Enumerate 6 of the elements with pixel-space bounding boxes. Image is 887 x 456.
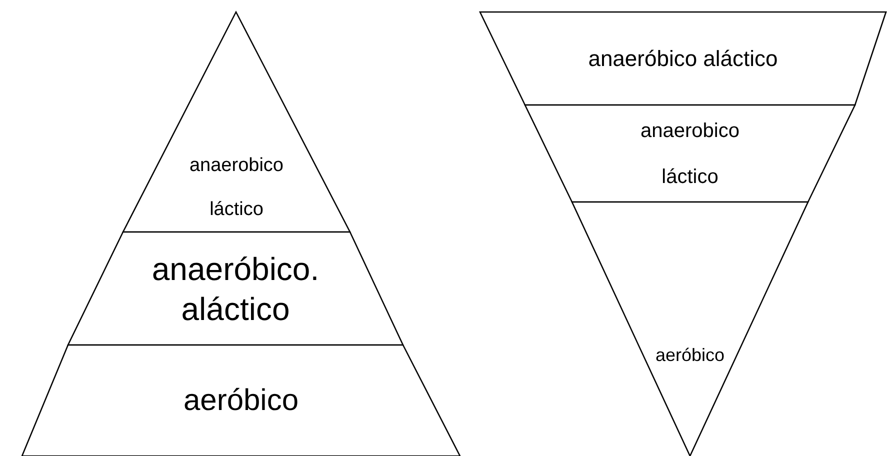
section-label: anaeróbico. aláctico bbox=[152, 250, 320, 328]
section-label: aeróbico bbox=[655, 344, 725, 367]
section-label: aeróbico bbox=[183, 383, 299, 419]
section-label: anaerobico láctico bbox=[640, 118, 740, 190]
section-label: anaeróbico aláctico bbox=[588, 45, 778, 73]
section-label: anaerobico láctico bbox=[189, 154, 284, 222]
